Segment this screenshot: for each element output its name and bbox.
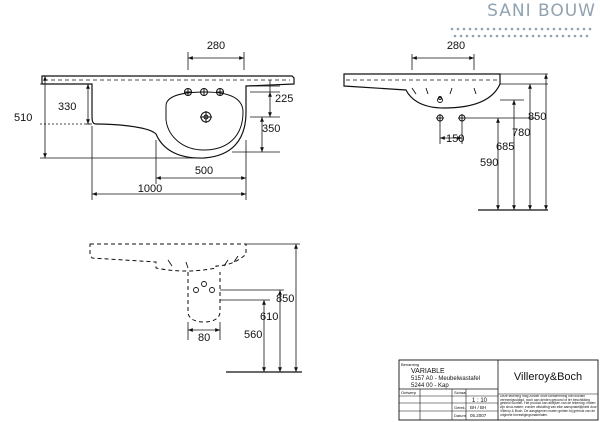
dim-610: 610 [260,311,278,323]
basin-outline-side-view [343,73,501,109]
date-value: 05.2007 [470,413,487,418]
tap-holes-top [184,88,224,96]
dim-150: 150 [446,133,464,145]
dim-780: 780 [512,127,530,139]
dim-350: 350 [262,123,280,135]
product-line-2: 5244 00 - Kap [411,383,449,389]
dim-590: 590 [480,157,498,169]
title-label-getekend: Getek. [454,405,466,410]
dim-280-side: 280 [447,40,465,52]
top-view: 280 330 510 225 350 500 1000 [14,40,295,200]
dim-280-top: 280 [207,40,225,52]
dim-500: 500 [195,165,213,177]
brand-logo-text: Villeroy&Boch [514,371,582,383]
scale-value: 1 : 10 [472,398,488,404]
basin-outline-front-view [89,243,247,272]
product-name: VARIABLE [411,368,445,375]
title-label-schaal: Schaal [454,390,466,395]
side-view: 280 150 590 685 780 850 [343,40,548,211]
dim-850-side: 850 [528,111,546,123]
front-view-tap-marks [167,255,239,269]
dim-1000: 1000 [138,183,162,195]
dim-80: 80 [198,332,210,344]
drain-top [200,111,212,123]
title-label-benaming: Benaming [401,362,419,367]
product-line-1: 5157 A0 - Meubelwastafel [411,376,480,382]
disclaimer-text: Deze tekening mag zonder onze toestemmin… [500,395,597,417]
title-label-ontwerp: Ontwerp [401,390,417,395]
front-view: 80 560 610 850 [89,243,302,373]
dim-330: 330 [58,101,76,113]
dim-510: 510 [14,112,32,124]
drawn-by-value: BH / BH [470,405,486,410]
side-view-details [411,87,477,122]
dim-850-front: 850 [276,293,294,305]
siphon-cover [187,272,221,323]
dim-560: 560 [244,329,262,341]
siphon-holes [193,281,215,293]
basin-outline-top-view [41,75,295,159]
title-label-datum: Datum [454,413,466,418]
watermark-dot-pattern [450,27,592,38]
dim-225: 225 [275,93,293,105]
watermark-text: SANI BOUW [487,1,596,21]
disclaimer-box: Deze tekening mag zonder onze toestemmin… [500,395,597,417]
watermark: SANI BOUW [446,1,596,45]
bowl-inner-outline [165,91,244,151]
dim-685: 685 [496,141,514,153]
title-block: Benaming VARIABLE 5157 A0 - Meubelwastaf… [398,359,599,421]
